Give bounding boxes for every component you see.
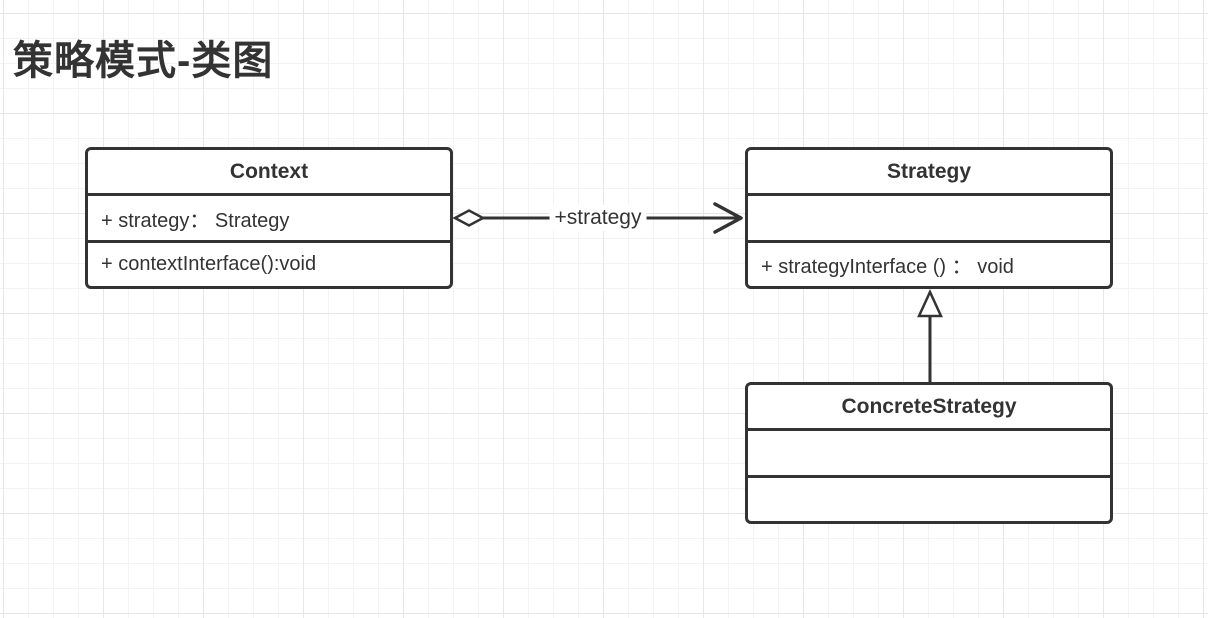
class-box-concrete-strategy[interactable]: ConcreteStrategy xyxy=(745,382,1113,524)
class-box-context[interactable]: Context + strategy： Strategy + contextIn… xyxy=(85,147,453,289)
class-attribute xyxy=(748,431,1110,475)
inheritance-connector[interactable] xyxy=(917,288,943,382)
aggregation-edge-label: +strategy xyxy=(549,205,647,231)
page-title: 策略模式-类图 xyxy=(13,39,274,83)
class-box-strategy[interactable]: Strategy + strategyInterface () ： void xyxy=(745,147,1113,289)
class-method: + contextInterface():void xyxy=(88,240,450,286)
class-attribute xyxy=(748,196,1110,240)
class-attribute: + strategy： Strategy xyxy=(101,209,290,232)
class-name: Context xyxy=(88,150,450,196)
open-arrowhead-icon xyxy=(713,202,743,234)
hollow-triangle-arrowhead-icon xyxy=(917,288,943,318)
class-method xyxy=(748,475,1110,521)
class-name: Strategy xyxy=(748,150,1110,196)
class-name: ConcreteStrategy xyxy=(748,385,1110,431)
class-method: + strategyInterface () ： void xyxy=(748,240,1110,286)
aggregation-diamond-icon xyxy=(452,209,486,227)
